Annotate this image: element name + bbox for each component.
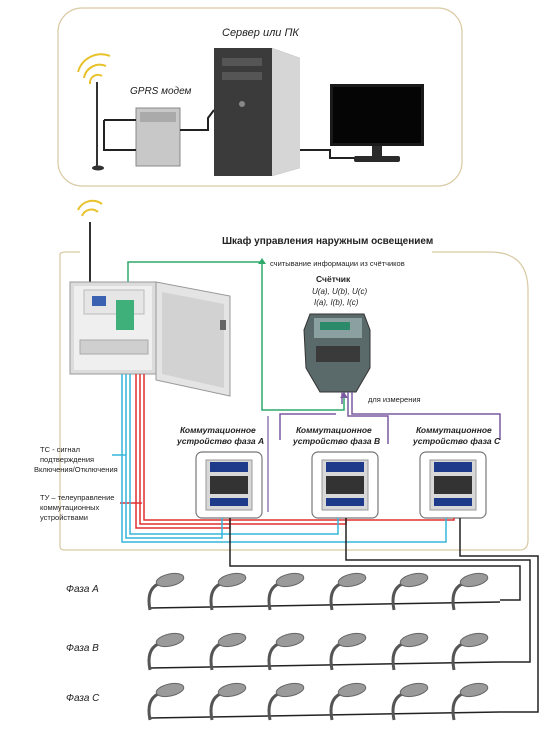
electric-meter-icon — [303, 313, 371, 393]
pc-monitor-cable — [300, 149, 360, 159]
switch-a-line1: Коммутационное — [180, 425, 256, 435]
street-lamp-icon — [451, 572, 489, 611]
power-line-1 — [345, 518, 531, 663]
power-lines — [229, 518, 539, 713]
switch-c-icon — [419, 451, 487, 519]
street-lamp-icon — [147, 572, 185, 611]
switch-b-icon — [311, 451, 379, 519]
tu-line2: коммутационных — [40, 503, 100, 512]
server-frame — [57, 7, 463, 187]
measure-note: для измерения — [368, 395, 421, 404]
switch-a-icon — [195, 451, 263, 519]
tu-line3: устройствами — [40, 513, 88, 522]
street-lamp-icon — [451, 632, 489, 671]
street-lamp-icon — [391, 682, 429, 721]
server-title: Сервер или ПК — [222, 27, 299, 39]
control-wire-3 — [125, 374, 223, 539]
street-lamp-icon — [267, 632, 305, 671]
street-lamps — [147, 572, 501, 721]
power-line-2 — [459, 518, 539, 713]
modem-label: GPRS модем — [130, 86, 192, 97]
measure-line-a — [279, 413, 336, 440]
street-lamp-icon — [267, 682, 305, 721]
modem-antenna-icon — [77, 53, 111, 171]
switch-b-line1: Коммутационное — [296, 425, 372, 435]
street-lamp-icon — [267, 572, 305, 611]
tu-line1: ТУ – телеуправление — [40, 493, 114, 502]
monitor-icon — [330, 84, 424, 162]
street-lamp-icon — [391, 572, 429, 611]
power-line-0 — [229, 518, 521, 601]
phase-a-label: Фаза А — [66, 584, 99, 595]
switch-group — [195, 451, 487, 519]
measure-line-c — [351, 392, 501, 440]
street-lamp-icon — [147, 632, 185, 671]
street-lamp-icon — [329, 632, 367, 671]
reading-note: считывание информации из счётчиков — [270, 259, 405, 268]
phase-c-label: Фаза С — [66, 693, 100, 704]
street-lamp-icon — [209, 572, 247, 611]
ts-line1: ТС - сигнал — [40, 445, 80, 454]
meter-data-line — [127, 261, 345, 411]
control-wire-5 — [121, 374, 447, 543]
control-cabinet-icon — [69, 281, 231, 397]
street-lamp-icon — [209, 632, 247, 671]
cabinet-frame — [59, 251, 529, 551]
control-wire-2 — [143, 374, 455, 521]
meter-voltage-label: U(a), U(b), U(c) — [312, 287, 367, 296]
gprs-modem-icon — [103, 107, 181, 167]
switch-c-line1: Коммутационное — [416, 425, 492, 435]
meter-current-label: I(a), I(b), I(c) — [314, 298, 359, 307]
street-lamp-icon — [391, 632, 429, 671]
cabinet-title: Шкаф управления наружным освещением — [222, 235, 433, 247]
street-lamp-icon — [147, 682, 185, 721]
street-lamp-icon — [451, 682, 489, 721]
switch-a-line2: устройство фаза А — [176, 436, 264, 446]
ts-line2: подтверждения — [40, 455, 94, 464]
measure-line-b — [347, 392, 389, 444]
street-lamp-icon — [329, 572, 367, 611]
meter-title: Счётчик — [316, 274, 351, 284]
modem-pc-cable — [180, 109, 215, 131]
ts-line3: Включения/Отключения — [34, 465, 118, 474]
control-wire-4 — [129, 374, 339, 535]
pc-tower-icon — [214, 48, 300, 176]
cabinet-antenna-icon — [77, 199, 103, 282]
street-lamp-icon — [209, 682, 247, 721]
street-lamp-icon — [329, 682, 367, 721]
switch-c-line2: устройство фаза С — [412, 436, 501, 446]
phase-b-label: Фаза В — [66, 643, 99, 654]
switch-b-line2: устройство фаза В — [292, 436, 380, 446]
